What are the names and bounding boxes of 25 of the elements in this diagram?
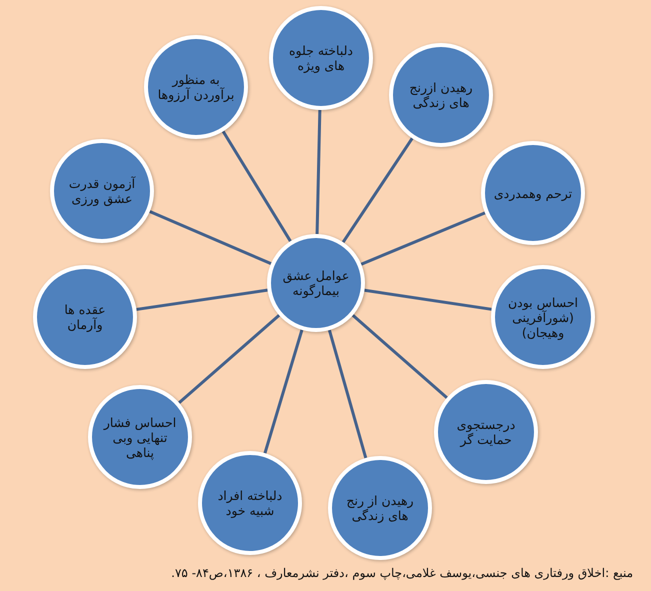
node-label: درجستجوی حمایت گر xyxy=(456,417,516,447)
node-label: احساس فشار تنهایی وبی پناهی xyxy=(102,414,178,460)
connector-line xyxy=(328,330,368,458)
connector-line xyxy=(364,288,492,311)
connector-line xyxy=(136,288,268,311)
circle-node xyxy=(267,234,365,332)
node-label: ترحم وهمدردی xyxy=(492,186,574,200)
connector-line xyxy=(316,110,322,234)
connector-line xyxy=(178,314,280,404)
node-label: رهیدن از رنج های زندگی xyxy=(345,493,415,523)
node-label: آزمون قدرت عشق ورزی xyxy=(68,176,136,206)
node-label: رهیدن ازرنج های زندگی xyxy=(408,80,474,110)
node-label: دلباخته افراد شبیه خود xyxy=(216,488,284,518)
source-caption: منبع :اخلاق ورفتاری های جنسی،یوسف غلامی،چاپ سوم ،دفتر نشرمعارف ، ۱۳۸۶،ص۸۴- ۷۵. xyxy=(171,566,633,580)
connector-line xyxy=(352,314,448,399)
connector-line xyxy=(360,212,486,266)
node-label: دلباخته جلوه های ویژه xyxy=(288,43,354,73)
node-label: عوامل عشق بیمارگونه xyxy=(282,268,350,298)
node-label: احساس بودن (شورآفرینی وهیجان) xyxy=(506,294,580,340)
node-label: به منظور برآوردن آرزوها xyxy=(156,72,236,102)
connector-line xyxy=(222,130,292,242)
connector-line xyxy=(342,137,414,244)
node-label: عقده ها وآرمان xyxy=(63,302,107,332)
connector-line xyxy=(149,210,272,266)
connector-line xyxy=(264,330,304,454)
